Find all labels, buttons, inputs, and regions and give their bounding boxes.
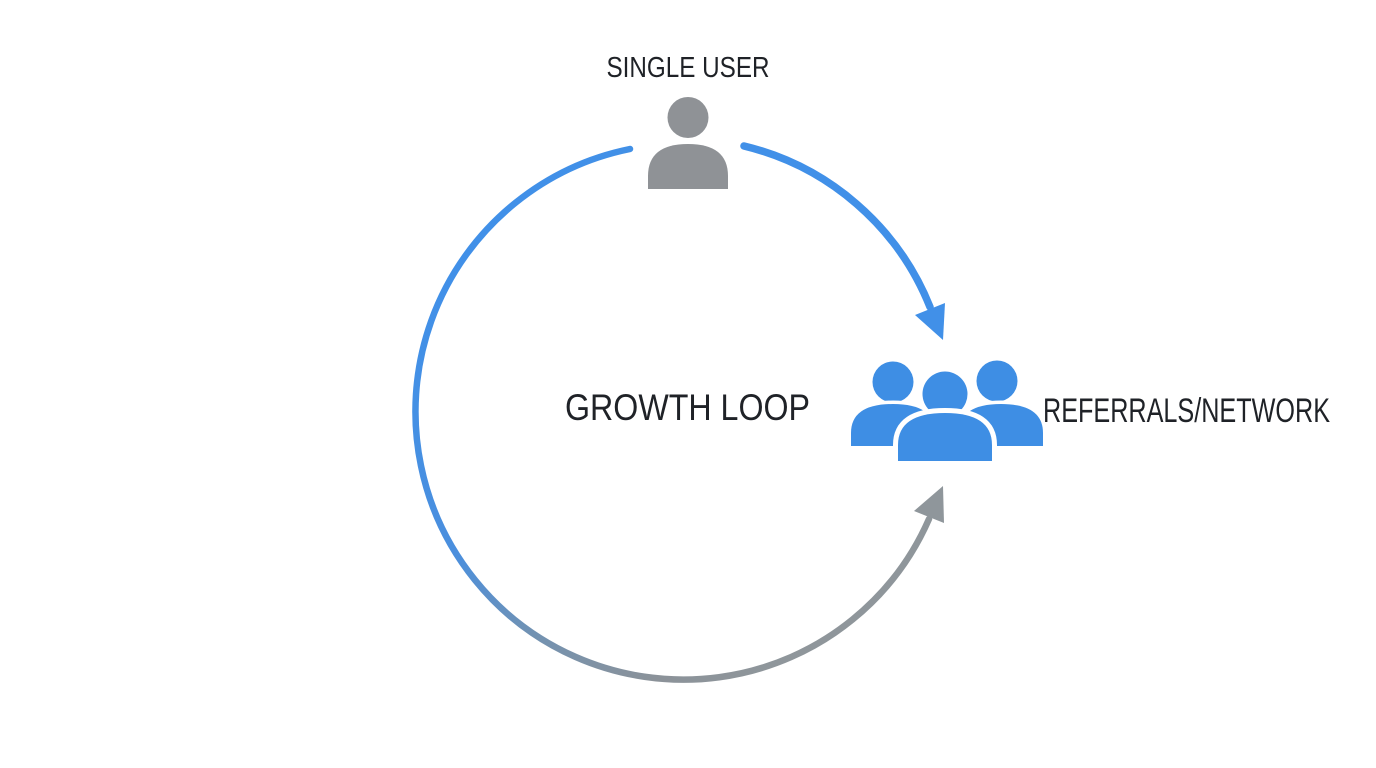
loop-edge-top	[740, 142, 945, 340]
group-right-head	[976, 360, 1018, 402]
single-user-label: SINGLE USER	[607, 52, 770, 84]
diagram-title: GROWTH LOOP	[565, 387, 810, 428]
people-group-icon	[847, 360, 1047, 466]
blue-arrowhead-icon	[915, 303, 945, 340]
blue-arrow-arc	[740, 142, 934, 311]
group-left-head	[872, 361, 914, 403]
person-head	[667, 97, 709, 138]
single-person-icon	[648, 97, 728, 189]
loop-edge-bottom	[412, 145, 944, 683]
group-center-body	[893, 407, 997, 466]
loop-arc	[412, 145, 933, 683]
referrals-network-label: REFERRALS/NETWORK	[1043, 392, 1330, 430]
person-body	[648, 144, 728, 189]
gray-arrowhead-icon	[914, 486, 944, 523]
